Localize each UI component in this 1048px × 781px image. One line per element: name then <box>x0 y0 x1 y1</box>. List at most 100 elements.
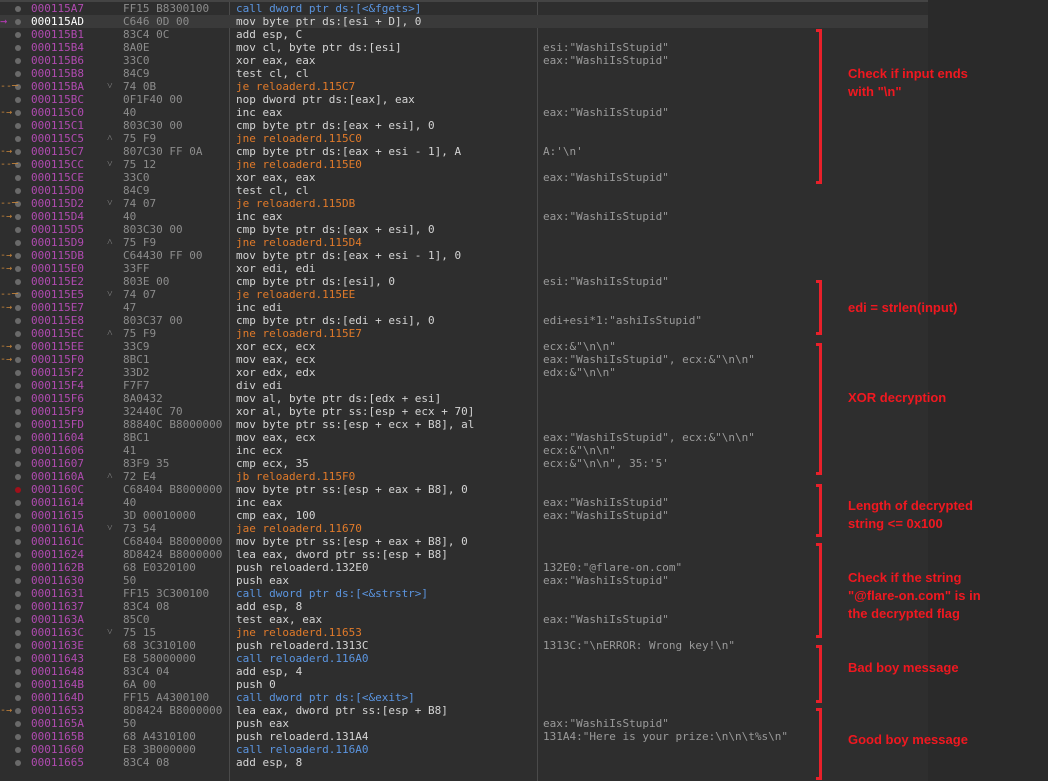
breakpoint-slot-icon[interactable] <box>15 435 21 441</box>
breakpoint-slot-icon[interactable] <box>15 58 21 64</box>
breakpoint-slot-icon[interactable] <box>15 32 21 38</box>
breakpoint-slot-icon[interactable] <box>15 240 21 246</box>
breakpoint-slot-icon[interactable] <box>15 643 21 649</box>
breakpoint-slot-icon[interactable] <box>15 565 21 571</box>
breakpoint-slot-icon[interactable] <box>15 422 21 428</box>
breakpoint-slot-icon[interactable] <box>15 500 21 506</box>
breakpoint-slot-icon[interactable] <box>15 45 21 51</box>
breakpoint-slot-icon[interactable] <box>15 669 21 675</box>
breakpoint-slot-icon[interactable] <box>15 630 21 636</box>
breakpoint-slot-icon[interactable] <box>15 656 21 662</box>
breakpoint-slot-icon[interactable] <box>15 617 21 623</box>
breakpoint-slot-icon[interactable] <box>15 188 21 194</box>
breakpoint-slot-icon[interactable] <box>15 97 21 103</box>
breakpoint-slot-icon[interactable] <box>15 110 21 116</box>
breakpoint-slot-icon[interactable] <box>15 526 21 532</box>
breakpoint-slot-icon[interactable] <box>15 149 21 155</box>
breakpoint-slot-icon[interactable] <box>15 474 21 480</box>
breakpoint-slot-icon[interactable] <box>15 591 21 597</box>
breakpoint-slot-icon[interactable] <box>15 760 21 766</box>
breakpoint-slot-icon[interactable] <box>15 71 21 77</box>
breakpoint-slot-icon[interactable] <box>15 370 21 376</box>
breakpoint-slot-icon[interactable] <box>15 721 21 727</box>
breakpoint-slot-icon[interactable] <box>15 227 21 233</box>
breakpoint-slot-icon[interactable] <box>15 357 21 363</box>
breakpoint-slot-icon[interactable] <box>15 695 21 701</box>
breakpoint-slot-icon[interactable] <box>15 747 21 753</box>
breakpoint-slot-icon[interactable] <box>15 136 21 142</box>
breakpoint-slot-icon[interactable] <box>15 383 21 389</box>
breakpoint-slot-icon[interactable] <box>15 708 21 714</box>
breakpoint-slot-icon[interactable] <box>15 266 21 272</box>
breakpoint-slot-icon[interactable] <box>15 513 21 519</box>
breakpoint-slot-icon[interactable] <box>15 331 21 337</box>
breakpoint-slot-icon[interactable] <box>15 123 21 129</box>
breakpoint-slot-icon[interactable] <box>15 604 21 610</box>
breakpoint-slot-icon[interactable] <box>15 734 21 740</box>
breakpoint-slot-icon[interactable] <box>15 201 21 207</box>
breakpoint-slot-icon[interactable] <box>15 292 21 298</box>
breakpoint-slot-icon[interactable] <box>15 19 21 25</box>
breakpoint-slot-icon[interactable] <box>15 318 21 324</box>
breakpoint-slot-icon[interactable] <box>15 578 21 584</box>
breakpoint-slot-icon[interactable] <box>15 461 21 467</box>
breakpoint-icon[interactable] <box>15 487 21 493</box>
breakpoint-slot-icon[interactable] <box>15 344 21 350</box>
breakpoint-slot-icon[interactable] <box>15 305 21 311</box>
breakpoint-slot-icon[interactable] <box>15 6 21 12</box>
breakpoint-slot-icon[interactable] <box>15 84 21 90</box>
breakpoint-slot-icon[interactable] <box>15 253 21 259</box>
breakpoint-slot-icon[interactable] <box>15 552 21 558</box>
